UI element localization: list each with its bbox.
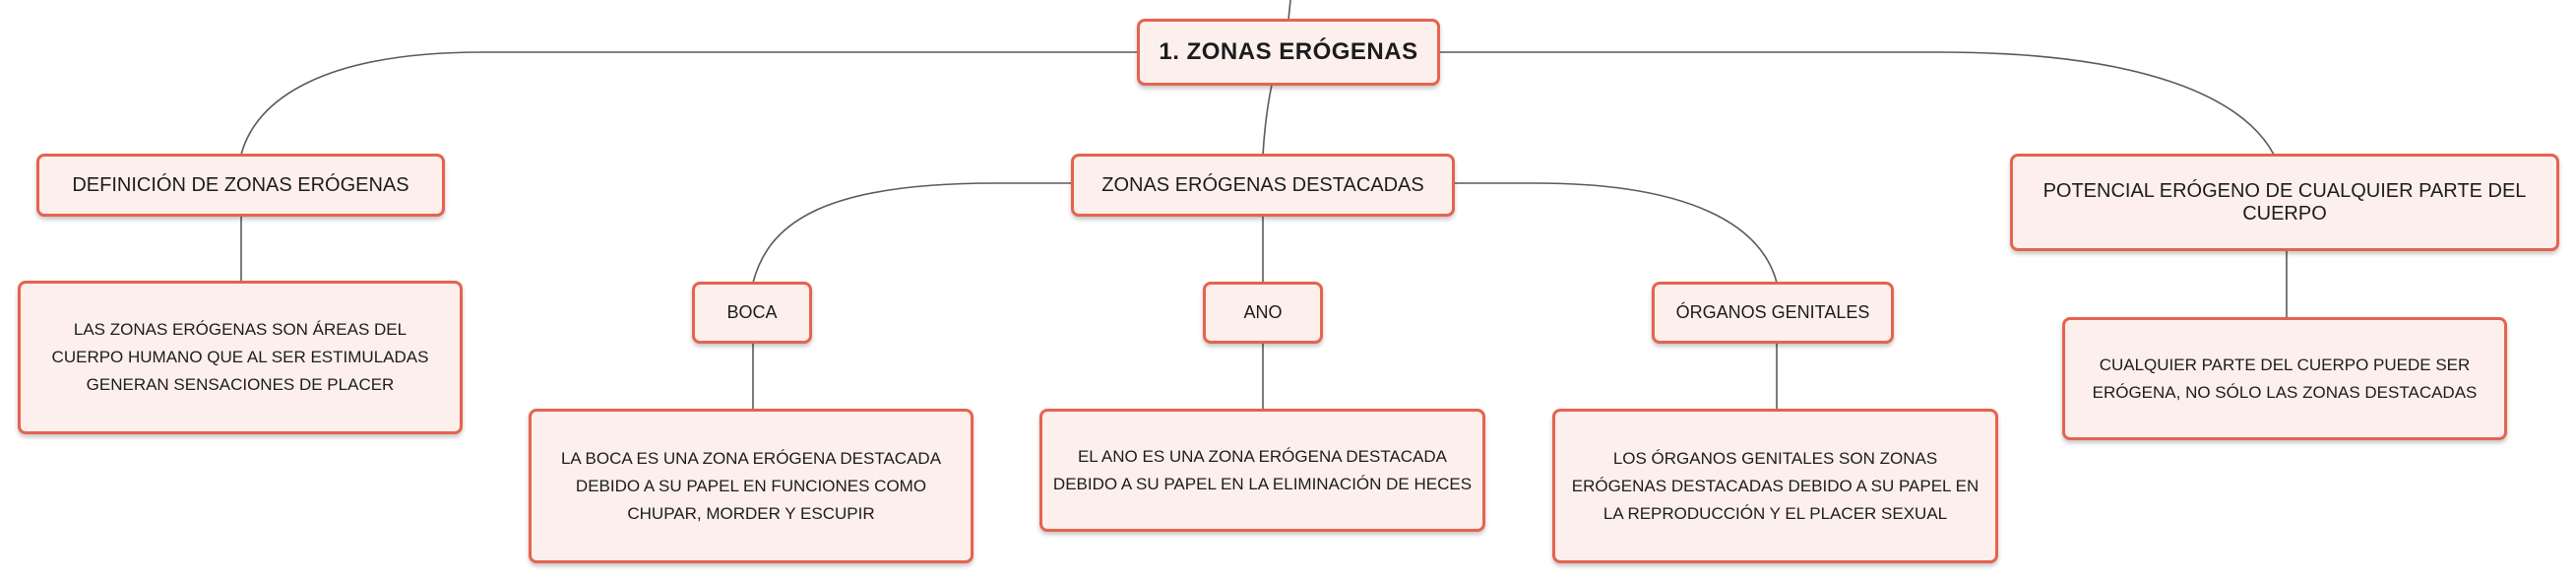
topic-definicion-label: DEFINICIÓN DE ZONAS ERÓGENAS [72,173,409,196]
topic-destacadas-label: ZONAS ERÓGENAS DESTACADAS [1101,173,1424,196]
potencial-description-node[interactable]: CUALQUIER PARTE DEL CUERPO PUEDE SER ERÓ… [2062,317,2507,440]
connector-root-to-destacadas [1262,84,1273,157]
ano-description-node[interactable]: EL ANO ES UNA ZONA ERÓGENA DESTACADA DEB… [1039,409,1485,532]
subtopic-organos-node[interactable]: ÓRGANOS GENITALES [1652,282,1894,344]
potencial-description-text: CUALQUIER PARTE DEL CUERPO PUEDE SER ERÓ… [2092,355,2478,402]
subtopic-ano-label: ANO [1243,302,1283,322]
connector-destacadas-to-boca [752,182,1071,284]
boca-description-node[interactable]: LA BOCA ES UNA ZONA ERÓGENA DESTACADA DE… [529,409,974,563]
topic-potencial-node[interactable]: POTENCIAL ERÓGENO DE CUALQUIER PARTE DEL… [2010,154,2559,251]
topic-definicion-node[interactable]: DEFINICIÓN DE ZONAS ERÓGENAS [36,154,445,217]
root-label: 1. ZONAS ERÓGENAS [1159,38,1418,65]
connector-root-to-definicion [240,51,1137,156]
connector-destacadas-to-organos [1454,182,1778,284]
connector-root-to-potencial [1440,51,2275,156]
subtopic-boca-node[interactable]: BOCA [692,282,812,344]
boca-description-text: LA BOCA ES UNA ZONA ERÓGENA DESTACADA DE… [560,448,942,523]
topic-potencial-label: POTENCIAL ERÓGENO DE CUALQUIER PARTE DEL… [2042,179,2527,225]
connector-parent-to-root [1288,0,1291,21]
organos-description-text: LOS ÓRGANOS GENITALES SON ZONAS ERÓGENAS… [1571,448,1979,523]
root-node[interactable]: 1. ZONAS ERÓGENAS [1137,19,1440,86]
subtopic-organos-label: ÓRGANOS GENITALES [1675,302,1870,322]
definicion-description-text: LAS ZONAS ERÓGENAS SON ÁREAS DEL CUERPO … [51,320,429,394]
organos-description-node[interactable]: LOS ÓRGANOS GENITALES SON ZONAS ERÓGENAS… [1552,409,1998,563]
topic-destacadas-node[interactable]: ZONAS ERÓGENAS DESTACADAS [1071,154,1455,217]
ano-description-text: EL ANO ES UNA ZONA ERÓGENA DESTACADA DEB… [1052,446,1473,493]
definicion-description-node[interactable]: LAS ZONAS ERÓGENAS SON ÁREAS DEL CUERPO … [18,281,463,434]
subtopic-boca-label: BOCA [726,302,778,322]
subtopic-ano-node[interactable]: ANO [1203,282,1323,344]
